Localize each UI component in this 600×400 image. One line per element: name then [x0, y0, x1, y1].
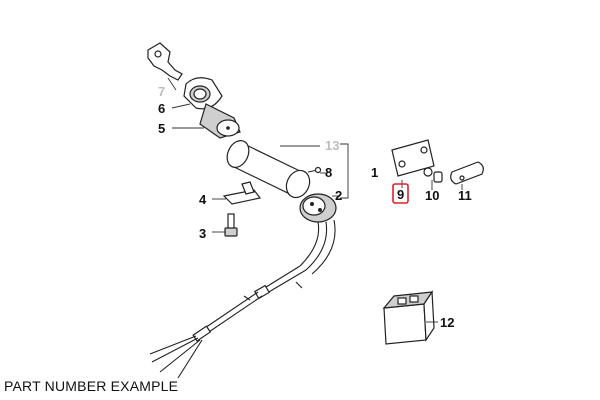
bracket-part[interactable] [222, 181, 262, 205]
cap-part[interactable] [450, 161, 484, 185]
screw-part[interactable] [224, 213, 238, 237]
callout-2[interactable]: 2 [335, 188, 342, 203]
key-part[interactable] [147, 42, 183, 81]
callout-9[interactable]: 9 [397, 187, 404, 202]
callout-13[interactable]: 13 [325, 138, 339, 153]
callout-6[interactable]: 6 [158, 101, 165, 116]
callout-7[interactable]: 7 [158, 84, 165, 99]
caption: PART NUMBER EXAMPLE [4, 378, 179, 394]
relay-part[interactable] [382, 290, 435, 345]
callout-1[interactable]: 1 [371, 165, 378, 180]
wiring-harness [149, 219, 336, 379]
lock-cylinder-part[interactable] [199, 103, 241, 139]
selected-part-highlight[interactable] [392, 183, 409, 204]
callout-5[interactable]: 5 [158, 121, 165, 136]
leader-lines [167, 77, 463, 323]
housing-tube-part[interactable] [223, 137, 314, 201]
ring-part[interactable] [183, 77, 223, 110]
cover-plate-part[interactable] [391, 139, 435, 177]
callout-4[interactable]: 4 [199, 192, 207, 207]
screw-small-part[interactable] [423, 167, 443, 183]
callout-3[interactable]: 3 [199, 226, 206, 241]
pin-part[interactable] [307, 166, 322, 174]
callout-8[interactable]: 8 [325, 165, 332, 180]
callout-11[interactable]: 11 [458, 188, 472, 203]
callout-10[interactable]: 10 [425, 188, 439, 203]
callout-12[interactable]: 12 [440, 315, 454, 330]
switch-body-part[interactable] [299, 193, 337, 223]
